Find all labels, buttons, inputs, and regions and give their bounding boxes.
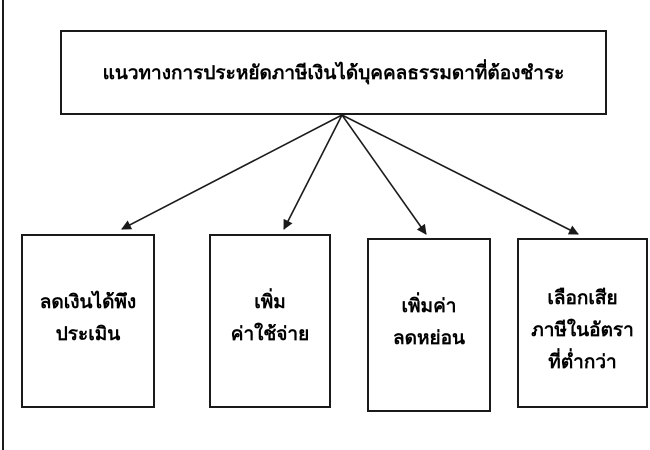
child-node-increase-deductions: เพิ่มค่า ลดหย่อน bbox=[367, 238, 491, 412]
child-node-lower-tax-rate: เลือกเสีย ภาษีในอัตรา ที่ต่ำกว่า bbox=[517, 238, 648, 408]
child-node-label-line: เพิ่มค่า bbox=[401, 295, 457, 317]
child-node-label-line: ประเมิน bbox=[55, 323, 121, 345]
arrow-to-child-4 bbox=[341, 114, 579, 235]
child-node-increase-expenses: เพิ่ม ค่าใช้จ่าย bbox=[209, 234, 331, 408]
root-node-label: แนวทางการประหยัดภาษีเงินได้บุคคลธรรมดาที… bbox=[102, 61, 565, 84]
child-node-label-line: ที่ต่ำกว่า bbox=[548, 351, 617, 373]
arrow-to-child-1 bbox=[121, 114, 343, 230]
arrow-to-child-2 bbox=[283, 114, 343, 230]
child-node-label-line: ภาษีในอัตรา bbox=[531, 319, 634, 341]
arrow-to-child-3 bbox=[341, 114, 427, 235]
child-node-label-line: ลดหย่อน bbox=[392, 327, 466, 349]
child-node-label-line: ลดเงินได้พึง bbox=[39, 291, 137, 313]
child-node-label-line: ค่าใช้จ่าย bbox=[230, 323, 310, 345]
child-node-label-line: เลือกเสีย bbox=[547, 287, 618, 309]
child-node-reduce-income: ลดเงินได้พึง ประเมิน bbox=[21, 234, 155, 408]
root-node: แนวทางการประหยัดภาษีเงินได้บุคคลธรรมดาที… bbox=[60, 30, 607, 115]
left-border-line bbox=[2, 0, 4, 450]
child-node-label-line: เพิ่ม bbox=[254, 291, 286, 313]
